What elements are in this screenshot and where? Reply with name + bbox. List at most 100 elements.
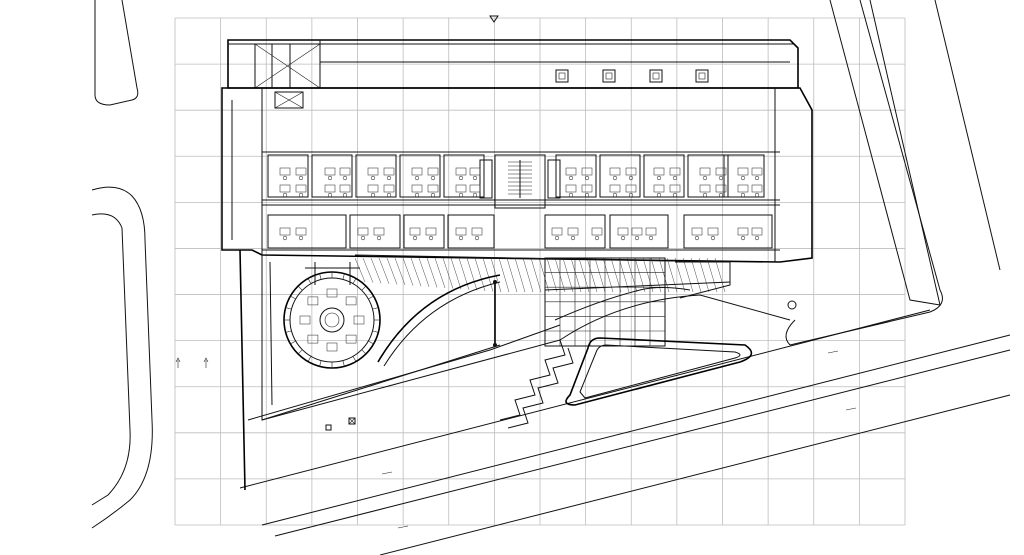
pavilion-desk	[326, 288, 338, 298]
chair	[702, 175, 708, 181]
desk	[455, 184, 467, 193]
chair	[702, 192, 708, 198]
desk	[617, 227, 629, 236]
chair	[612, 175, 618, 181]
pavilion-desk	[307, 334, 319, 344]
stair-core	[508, 160, 532, 198]
ramp-hatch-line	[642, 257, 654, 293]
ramp-hatch-line	[362, 257, 374, 283]
ramp-hatch-line	[530, 257, 542, 293]
desk	[699, 167, 711, 176]
ramp-hatch-line	[706, 257, 718, 293]
pavilion-column	[290, 295, 296, 300]
chair	[584, 192, 590, 198]
desk	[567, 227, 579, 236]
chair	[342, 175, 348, 181]
stepped-path	[499, 339, 574, 429]
desk	[339, 167, 351, 176]
desk	[737, 184, 749, 193]
desk	[295, 227, 307, 236]
desk	[691, 227, 703, 236]
chair	[414, 175, 420, 181]
desk	[645, 227, 657, 236]
chair	[672, 175, 678, 181]
desk	[279, 167, 291, 176]
office-room	[403, 214, 445, 249]
structural-grid	[174, 17, 906, 526]
desk	[411, 167, 423, 176]
chair	[628, 175, 634, 181]
pavilion-desk	[326, 342, 338, 352]
ramp-hatch-line	[538, 257, 550, 293]
office-room	[311, 154, 353, 198]
chair	[554, 235, 560, 241]
ramp-hatch-line	[698, 257, 710, 293]
chair	[672, 192, 678, 198]
chair	[370, 175, 376, 181]
office-room	[609, 214, 669, 249]
ramp-hatch-line	[650, 257, 662, 293]
chair	[754, 175, 760, 181]
ramp-hatch-line	[562, 257, 574, 293]
chair	[710, 235, 716, 241]
desk	[715, 184, 727, 193]
road-arrow-icon	[381, 471, 393, 475]
desk	[339, 184, 351, 193]
chair	[754, 192, 760, 198]
chair	[754, 235, 760, 241]
pavilion-column	[368, 340, 374, 345]
pavilion-column	[319, 360, 322, 367]
office-room	[544, 214, 606, 249]
desk	[565, 167, 577, 176]
pavilion-column	[352, 278, 357, 284]
chair	[718, 175, 724, 181]
pavilion-columns	[284, 272, 380, 368]
desk	[279, 184, 291, 193]
ramp-hatch-line	[434, 257, 446, 289]
desk	[669, 167, 681, 176]
ramp-hatch-line	[442, 257, 454, 289]
pavilion-column	[319, 273, 322, 280]
office-rooms	[267, 154, 773, 249]
chair	[282, 192, 288, 198]
ramp-hatch-line	[658, 257, 670, 293]
ramp-hatch-line	[666, 257, 678, 293]
desk	[631, 227, 643, 236]
ramp-hatch-line	[498, 257, 510, 293]
chair	[472, 175, 478, 181]
ramp-hatch-line	[586, 257, 598, 293]
office-room	[349, 214, 401, 249]
north-arrow-icon	[489, 15, 499, 23]
chair	[718, 192, 724, 198]
desk	[653, 184, 665, 193]
chair	[634, 235, 640, 241]
pavilion-column	[352, 356, 357, 362]
chair	[414, 192, 420, 198]
desk	[427, 167, 439, 176]
traffic-island	[565, 337, 753, 406]
ramp-hatch-line	[570, 257, 582, 293]
pavilion-workstations	[299, 288, 365, 352]
desk	[411, 184, 423, 193]
office-room	[399, 154, 441, 198]
desk	[737, 167, 749, 176]
office-room	[267, 154, 309, 198]
desk	[551, 227, 563, 236]
chair	[740, 175, 746, 181]
ramp-hatch-line	[410, 257, 422, 287]
chair	[568, 175, 574, 181]
desk	[409, 227, 421, 236]
ramp-hatch-line	[474, 257, 486, 292]
desk	[427, 184, 439, 193]
chair	[282, 235, 288, 241]
desk	[707, 227, 719, 236]
ramp-hatch-line	[418, 257, 430, 287]
chair	[386, 175, 392, 181]
chair	[656, 192, 662, 198]
ramp-hatch-line	[594, 257, 606, 293]
chair	[412, 235, 418, 241]
pavilion-column	[307, 278, 312, 284]
desk	[279, 227, 291, 236]
